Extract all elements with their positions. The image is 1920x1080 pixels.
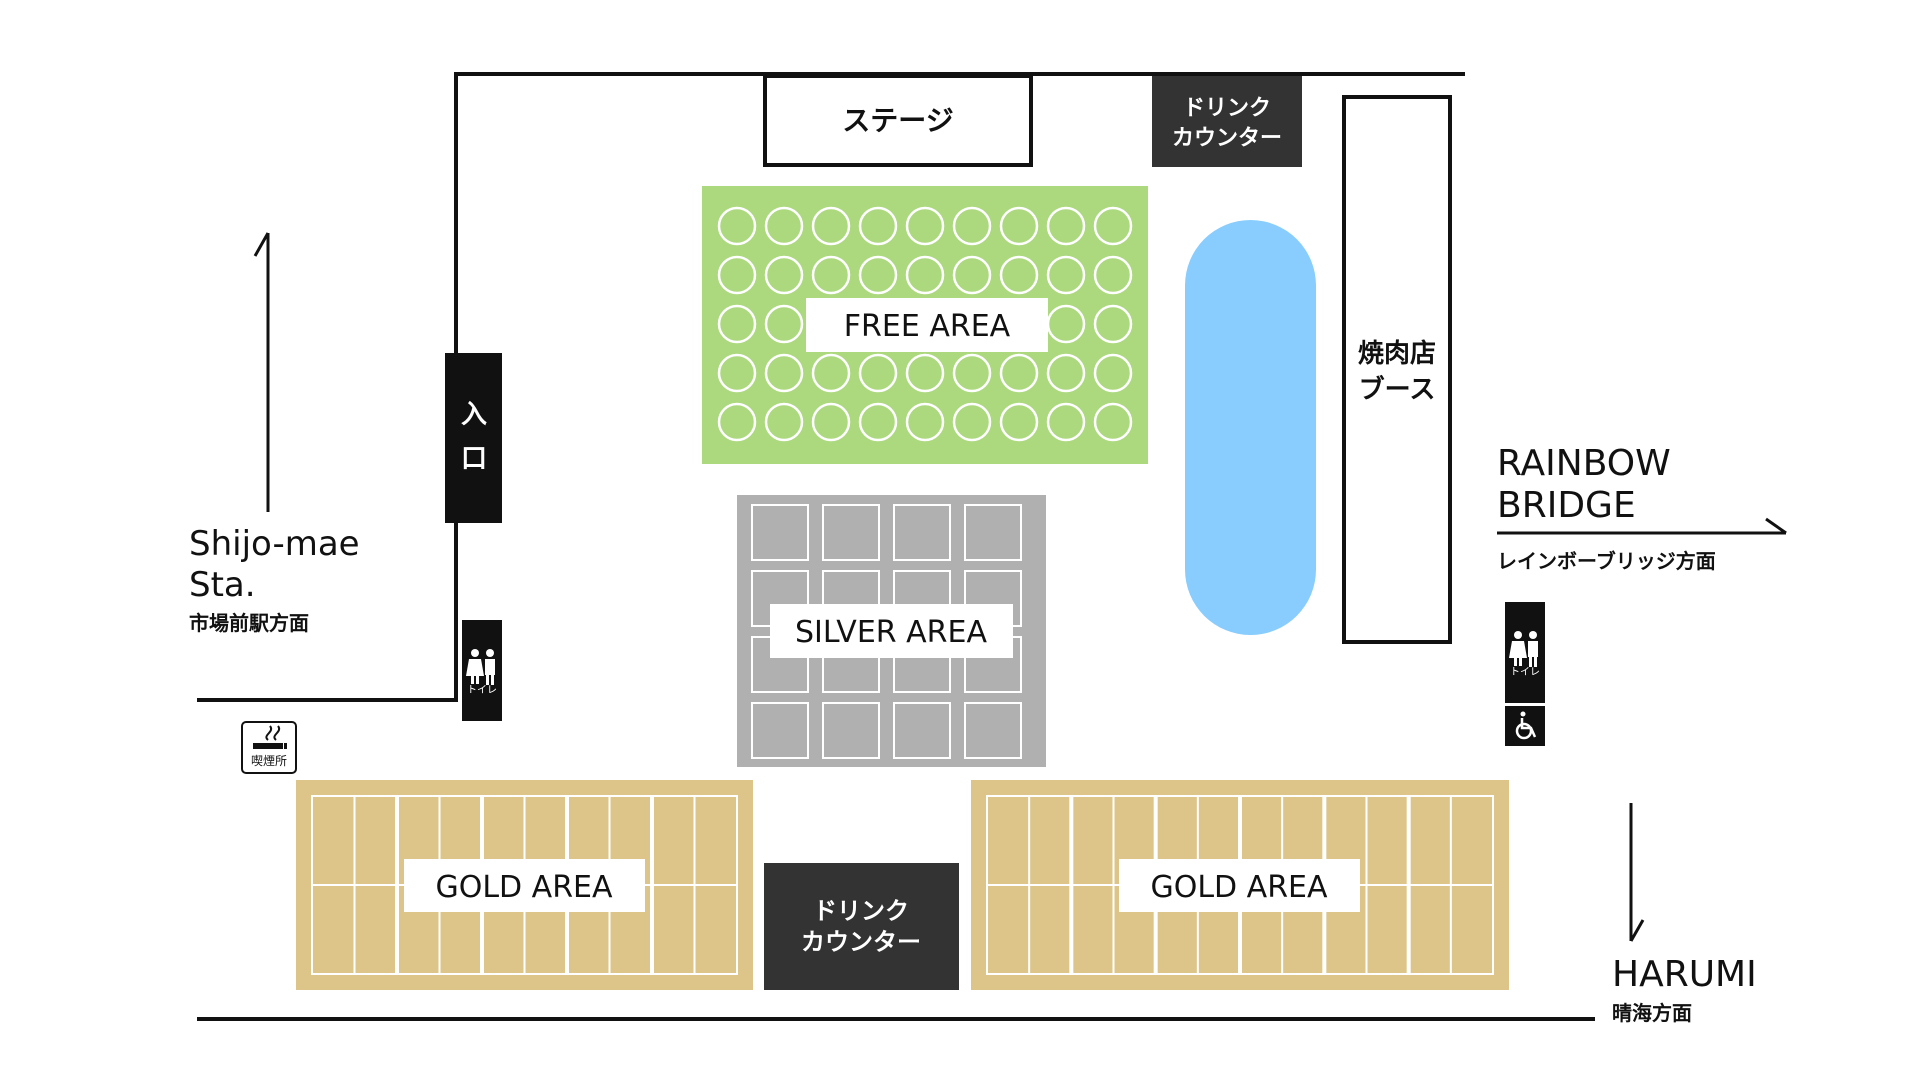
drink-counter-bottom-line1: ドリンク bbox=[813, 897, 909, 925]
seat-circle bbox=[1046, 206, 1086, 246]
seat-circle bbox=[811, 353, 851, 393]
restroom-left-label: トイレ bbox=[467, 685, 497, 696]
seat-square bbox=[964, 702, 1022, 759]
seat-circle bbox=[905, 206, 945, 246]
seat-circle bbox=[811, 402, 851, 442]
silver-area: SILVER AREA bbox=[737, 495, 1046, 767]
yakiniku-booth-line1: 焼肉店 bbox=[1358, 339, 1436, 369]
seat-circle bbox=[905, 402, 945, 442]
seat-circle bbox=[905, 255, 945, 295]
seat-square bbox=[964, 504, 1022, 561]
seat-circle bbox=[717, 255, 757, 295]
wheelchair-icon bbox=[1515, 718, 1537, 740]
rainbow-bridge-ja: レインボーブリッジ方面 bbox=[1497, 549, 1716, 573]
seat-circle bbox=[952, 255, 992, 295]
drink-counter-top: ドリンク カウンター bbox=[1152, 76, 1302, 167]
seat-circle bbox=[858, 255, 898, 295]
seat-circle bbox=[764, 255, 804, 295]
restroom-right-label: トイレ bbox=[1510, 667, 1540, 678]
entrance-char2: 口 bbox=[461, 444, 487, 474]
silver-area-label: SILVER AREA bbox=[795, 615, 987, 650]
free-area-label: FREE AREA bbox=[844, 309, 1011, 344]
restroom-icon bbox=[466, 649, 495, 685]
seat-circle bbox=[764, 304, 804, 344]
seat-circle bbox=[1093, 353, 1133, 393]
seat-circle bbox=[1046, 402, 1086, 442]
entrance: 入 口 bbox=[445, 353, 502, 523]
arrow-up-icon bbox=[253, 232, 270, 512]
seat-square bbox=[751, 504, 809, 561]
direction-shijo-mae: Shijo-mae Sta. 市場前駅方面 bbox=[189, 232, 360, 635]
seat-circle bbox=[905, 353, 945, 393]
seat-circle bbox=[1093, 304, 1133, 344]
seat-circle bbox=[811, 255, 851, 295]
seat-circle bbox=[952, 353, 992, 393]
seat-square bbox=[822, 702, 880, 759]
seat-square bbox=[822, 504, 880, 561]
seat-circle bbox=[717, 402, 757, 442]
seat-circle bbox=[1093, 402, 1133, 442]
rainbow-bridge-en-line2: BRIDGE bbox=[1497, 485, 1636, 526]
seat-square bbox=[893, 702, 951, 759]
seat-circle bbox=[717, 206, 757, 246]
yakiniku-booth-line2: ブース bbox=[1359, 374, 1436, 405]
restroom-right: トイレ bbox=[1505, 602, 1545, 703]
drink-counter-top-line2: カウンター bbox=[1172, 126, 1282, 151]
harumi-ja: 晴海方面 bbox=[1612, 1001, 1692, 1025]
gold-area-right: GOLD AREA bbox=[971, 780, 1509, 990]
seat-circle bbox=[858, 206, 898, 246]
gold-area-left-label: GOLD AREA bbox=[435, 870, 613, 905]
gold-area-right-label: GOLD AREA bbox=[1150, 870, 1328, 905]
restroom-left: トイレ bbox=[462, 620, 502, 721]
harumi-en: HARUMI bbox=[1612, 954, 1757, 995]
seat-circle bbox=[999, 353, 1039, 393]
seat-circle bbox=[1093, 255, 1133, 295]
seat-circle bbox=[952, 206, 992, 246]
seat-square bbox=[751, 702, 809, 759]
shijo-mae-ja: 市場前駅方面 bbox=[189, 611, 309, 635]
silver-area-seats bbox=[751, 504, 1022, 759]
seat-circle bbox=[1093, 206, 1133, 246]
seat-circle bbox=[717, 353, 757, 393]
seat-circle bbox=[858, 402, 898, 442]
restroom-icon bbox=[1509, 631, 1538, 667]
arrow-right-icon bbox=[1497, 517, 1787, 535]
direction-rainbow-bridge: RAINBOW BRIDGE レインボーブリッジ方面 bbox=[1497, 443, 1787, 573]
seat-circle bbox=[764, 402, 804, 442]
smoking-icon bbox=[253, 725, 287, 749]
seat-circle bbox=[811, 206, 851, 246]
smoking-area-label: 喫煙所 bbox=[251, 754, 287, 768]
seat-circle bbox=[1046, 255, 1086, 295]
entrance-char1: 入 bbox=[461, 400, 487, 430]
shijo-mae-en-line2: Sta. bbox=[189, 565, 256, 605]
pool bbox=[1185, 220, 1316, 635]
seat-circle bbox=[764, 206, 804, 246]
seat-circle bbox=[764, 353, 804, 393]
seat-circle bbox=[717, 304, 757, 344]
yakiniku-booth: 焼肉店 ブース bbox=[1342, 95, 1452, 644]
arrow-down-icon bbox=[1629, 803, 1645, 942]
shijo-mae-en-line1: Shijo-mae bbox=[189, 524, 360, 564]
seat-circle bbox=[952, 402, 992, 442]
smoking-area: 喫煙所 bbox=[241, 721, 297, 774]
gold-area-left: GOLD AREA bbox=[296, 780, 753, 990]
seat-circle bbox=[999, 255, 1039, 295]
rainbow-bridge-en-line1: RAINBOW bbox=[1497, 443, 1671, 484]
stage: ステージ bbox=[763, 74, 1033, 167]
stage-label: ステージ bbox=[842, 104, 953, 137]
seat-circle bbox=[1046, 353, 1086, 393]
seat-circle bbox=[999, 206, 1039, 246]
accessible-restroom bbox=[1505, 706, 1545, 746]
seat-circle bbox=[999, 402, 1039, 442]
free-area: FREE AREA bbox=[702, 186, 1148, 464]
seat-circle bbox=[858, 353, 898, 393]
direction-harumi: HARUMI 晴海方面 bbox=[1612, 803, 1757, 1025]
drink-counter-top-line1: ドリンク bbox=[1183, 96, 1271, 121]
drink-counter-bottom-line2: カウンター bbox=[801, 928, 921, 956]
seat-square bbox=[893, 504, 951, 561]
drink-counter-bottom: ドリンク カウンター bbox=[764, 863, 959, 990]
